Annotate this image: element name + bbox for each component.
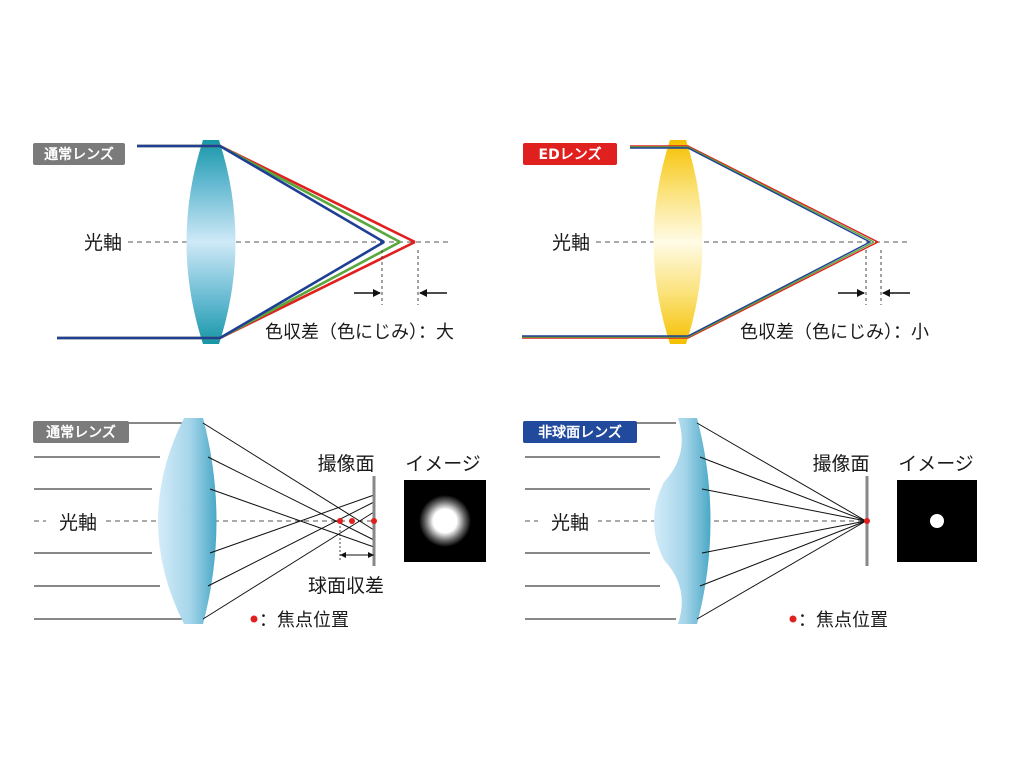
refracted-ray xyxy=(207,501,375,587)
ray-red xyxy=(630,145,879,243)
legend-label: ：焦点位置 xyxy=(798,610,888,631)
optical-axis-label: 光軸 xyxy=(84,232,122,254)
focus-point xyxy=(371,518,377,524)
aberration-label: 色収差（色にじみ）：小 xyxy=(740,322,929,343)
focus-point xyxy=(349,518,355,524)
refracted-ray xyxy=(209,488,375,548)
arrowhead xyxy=(857,289,865,297)
refracted-ray xyxy=(696,422,867,522)
arrowhead xyxy=(882,289,890,297)
axis-label-bg xyxy=(538,508,598,534)
ray-blue xyxy=(57,240,385,340)
legend-label: ：焦点位置 xyxy=(259,610,349,631)
spherical-lens xyxy=(158,418,217,624)
panel-spherical-aspheric: 光軸 撮像面 イメージ ：焦点位置 非球面レンズ xyxy=(523,418,977,631)
refracted-ray xyxy=(202,422,375,531)
optical-axis-label: 光軸 xyxy=(59,512,97,534)
refracted-ray xyxy=(701,488,867,522)
refracted-ray xyxy=(696,520,867,620)
focus-point xyxy=(864,518,870,524)
tag-badge xyxy=(523,421,637,443)
refracted-ray xyxy=(207,456,375,541)
tag-label: 通常レンズ xyxy=(46,424,116,441)
ray-blue xyxy=(137,144,385,244)
tag-label: 通常レンズ xyxy=(44,146,114,163)
refracted-ray xyxy=(701,520,867,554)
image-label: イメージ xyxy=(898,453,974,475)
aberration-label: 球面収差 xyxy=(308,575,384,597)
tag-label: 非球面レンズ xyxy=(538,424,622,441)
panel-chromatic-ed: EDレンズ 光軸 色収差（色にじみ）：小 xyxy=(522,140,929,344)
arrowhead xyxy=(419,289,427,297)
optical-axis-label: 光軸 xyxy=(551,512,589,534)
ray-green xyxy=(522,241,875,338)
arrowhead xyxy=(340,552,346,558)
focus-point xyxy=(337,518,343,524)
ray-red xyxy=(522,241,879,339)
image-plane-label: 撮像面 xyxy=(812,453,869,475)
arrowhead xyxy=(373,289,381,297)
panel-spherical-normal: 光軸 撮像面 イメージ 球面収差 ：焦点位置 通常レンズ xyxy=(33,418,486,631)
image-label: イメージ xyxy=(405,453,481,475)
tag-badge xyxy=(33,421,129,443)
refracted-ray xyxy=(699,456,867,522)
normal-lens xyxy=(186,140,236,344)
tag-badge xyxy=(33,143,125,165)
optical-axis-label: 光軸 xyxy=(552,232,590,254)
ed-lens xyxy=(653,140,703,344)
tag-label: EDレンズ xyxy=(539,146,602,163)
tag-badge xyxy=(523,143,617,165)
refracted-ray xyxy=(699,520,867,587)
refracted-ray xyxy=(202,511,375,620)
legend-focus-dot xyxy=(789,615,797,623)
aspheric-lens xyxy=(654,418,711,624)
panel-chromatic-normal: 通常レンズ 光軸 色収差（色にじみ）：大 xyxy=(33,140,454,344)
image-plane-label: 撮像面 xyxy=(317,453,374,475)
blurred-spot xyxy=(419,495,471,547)
refracted-ray xyxy=(209,494,375,554)
axis-label-bg xyxy=(46,508,106,534)
ray-green xyxy=(630,146,875,243)
ray-blue xyxy=(630,147,871,243)
aberration-label: 色収差（色にじみ）：大 xyxy=(265,322,454,343)
arrowhead xyxy=(368,552,374,558)
ray-blue xyxy=(522,241,871,337)
sharp-spot xyxy=(930,514,944,528)
legend-focus-dot xyxy=(250,615,258,623)
